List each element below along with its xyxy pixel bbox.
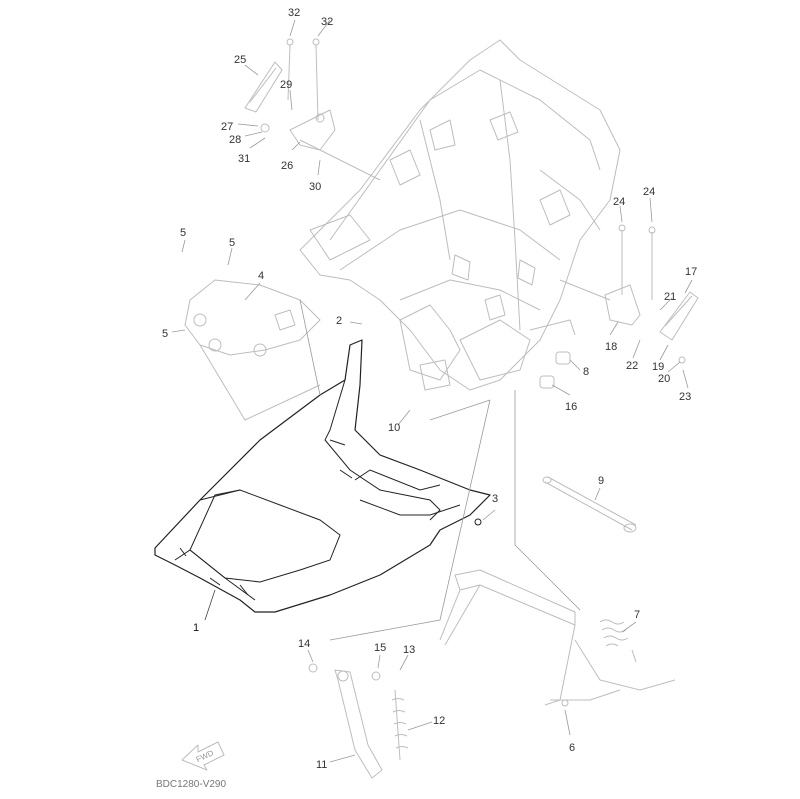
callout-30: 30 [309, 181, 321, 193]
callout-4: 4 [258, 270, 264, 282]
bracket-ghost [184, 279, 321, 421]
callout-32a: 32 [288, 7, 300, 19]
callout-21: 21 [664, 291, 676, 303]
side-stand-ghost [308, 663, 409, 779]
callout-3: 3 [492, 493, 498, 505]
rider-footrest-ghost [244, 38, 381, 181]
callout-1: 1 [193, 622, 199, 634]
callout-28: 28 [229, 134, 241, 146]
diagram-code: BDC1280-V290 [156, 779, 227, 790]
callout-26: 26 [281, 160, 293, 172]
callout-9: 9 [598, 475, 604, 487]
callout-14: 14 [298, 638, 310, 650]
callout-25: 25 [234, 54, 246, 66]
callout-10: 10 [388, 422, 400, 434]
callout-13: 13 [403, 644, 415, 656]
under-cover-part [154, 339, 491, 613]
callout-12: 12 [433, 715, 445, 727]
callout-labels: 1 2 3 4 5 5 5 6 7 8 9 10 11 12 13 14 15 … [162, 7, 697, 771]
callout-8: 8 [583, 366, 589, 378]
callout-18: 18 [605, 341, 617, 353]
callout-5b: 5 [229, 237, 235, 249]
callout-29: 29 [280, 79, 292, 91]
frame-ghost [299, 39, 637, 533]
callout-2: 2 [336, 315, 342, 327]
callout-24a: 24 [613, 196, 625, 208]
callout-7: 7 [634, 609, 640, 621]
callout-5c: 5 [162, 328, 168, 340]
passenger-footrest-ghost [559, 224, 699, 364]
callout-15: 15 [374, 642, 386, 654]
callout-16: 16 [565, 401, 577, 413]
callout-24b: 24 [643, 186, 655, 198]
callout-17: 17 [685, 266, 697, 278]
main-stand-ghost [439, 569, 676, 707]
callout-32b: 32 [321, 16, 333, 28]
callout-11: 11 [316, 759, 327, 771]
callout-6: 6 [569, 742, 575, 754]
callout-19: 19 [652, 361, 664, 373]
callout-22: 22 [626, 360, 638, 372]
callout-31: 31 [238, 153, 250, 165]
fwd-arrow-icon: FWD [181, 741, 225, 771]
callout-5a: 5 [180, 227, 186, 239]
callout-23: 23 [679, 391, 691, 403]
callout-27: 27 [221, 121, 233, 133]
leader-lines [171, 19, 693, 763]
callout-20: 20 [658, 373, 670, 385]
